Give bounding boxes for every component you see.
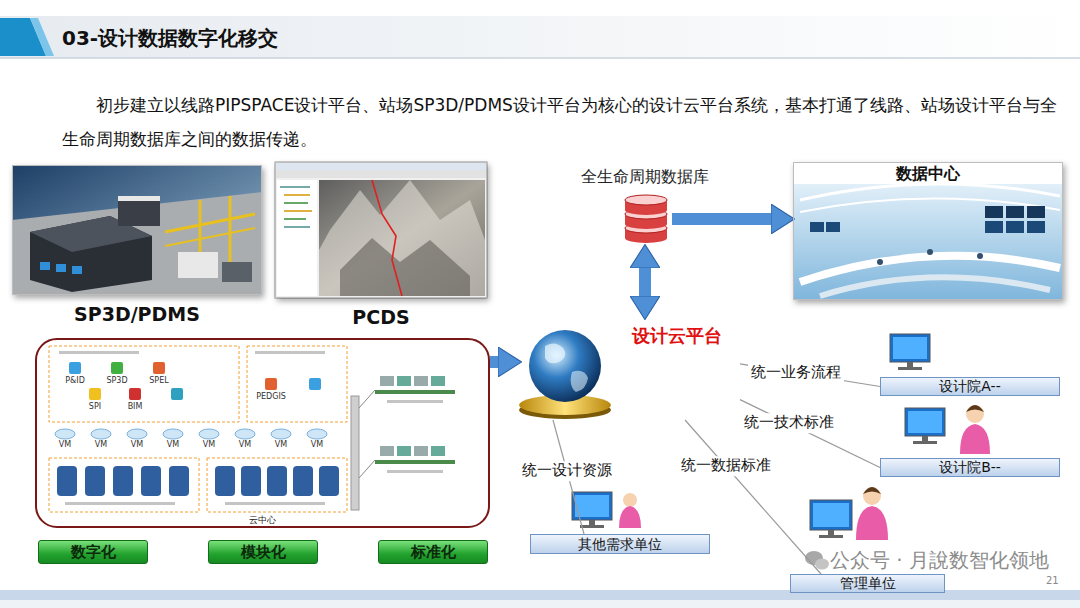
database-art [625,195,667,243]
vm-label: VM [275,441,287,449]
cloud-platform-globe: 设计云平台 [520,318,740,420]
block-arrow [490,356,498,368]
node-text: 管理单位 [840,575,896,592]
globe-art [519,330,611,419]
unit-box: 设计院B-- [880,458,1060,477]
workstation-icons [572,334,990,540]
unit-box: 其他需求单位 [530,534,710,554]
node-text: 全生命周期数据库 [581,167,709,188]
model-screenshot: SP3D/PDMS [12,165,262,295]
software-icon-label: BIM [128,403,143,411]
block-arrow [672,213,771,225]
software-icon-label: PEDGIS [256,393,286,401]
vm-label: VM [59,441,71,449]
node-text: 设计院A-- [939,378,1000,395]
node-text: 数字化 [71,543,116,561]
edge-label: 统一业务流程 [748,363,844,383]
node-text: 设计院B-- [939,459,1001,476]
software-icon-label: SP3D [106,377,127,385]
node-text: 标准化 [411,543,456,561]
edge-label: 统一技术标准 [741,414,837,434]
software-icon-label: SPEL [149,377,168,385]
node-text: PCDS [276,306,486,328]
node-text: 模块化 [241,543,286,561]
feature-button: 模块化 [208,540,318,564]
block-arrow [639,268,651,296]
node-text: 数据中心 [888,164,968,184]
page-number: 21 [1046,576,1059,586]
software-icon-label: SPI [89,403,101,411]
vm-label: VM [95,441,107,449]
intro-paragraph: 初步建立以线路PIPSPACE设计平台、站场SP3D/PDMS设计平台为核心的设… [62,88,1057,156]
node-text: SP3D/PDMS [13,303,261,325]
software-icon-label: P&ID [65,377,85,385]
cloud-center-art [49,346,455,512]
cloud-center-panel: 云中心 [35,338,490,528]
edge-label: 统一数据标准 [678,456,774,476]
software-window-art [275,162,487,298]
edge-label: 统一设计资源 [519,462,615,482]
unit-box: 设计院A-- [880,377,1060,396]
node-text: 云中心 [37,516,488,525]
slide-title: 03-设计数据数字化移交 [62,25,278,52]
unit-box: 管理单位 [790,574,945,593]
link-line [740,364,880,387]
vm-label: VM [131,441,143,449]
node-text: 设计云平台 [632,324,722,348]
control-room-art [793,162,1063,300]
vm-label: VM [239,441,251,449]
feature-button: 标准化 [378,540,488,564]
plant-model-art [12,165,262,295]
node-text: 其他需求单位 [578,536,662,553]
vm-label: VM [167,441,179,449]
watermark: 公众号 · 月說数智化领地 [830,549,1049,571]
photo-panel: 数据中心 [793,162,1063,300]
software-screenshot: PCDS [275,162,487,298]
database-icon: 全生命周期数据库 [618,192,672,246]
vm-label: VM [311,441,323,449]
feature-button: 数字化 [38,540,148,564]
vm-label: VM [203,441,215,449]
